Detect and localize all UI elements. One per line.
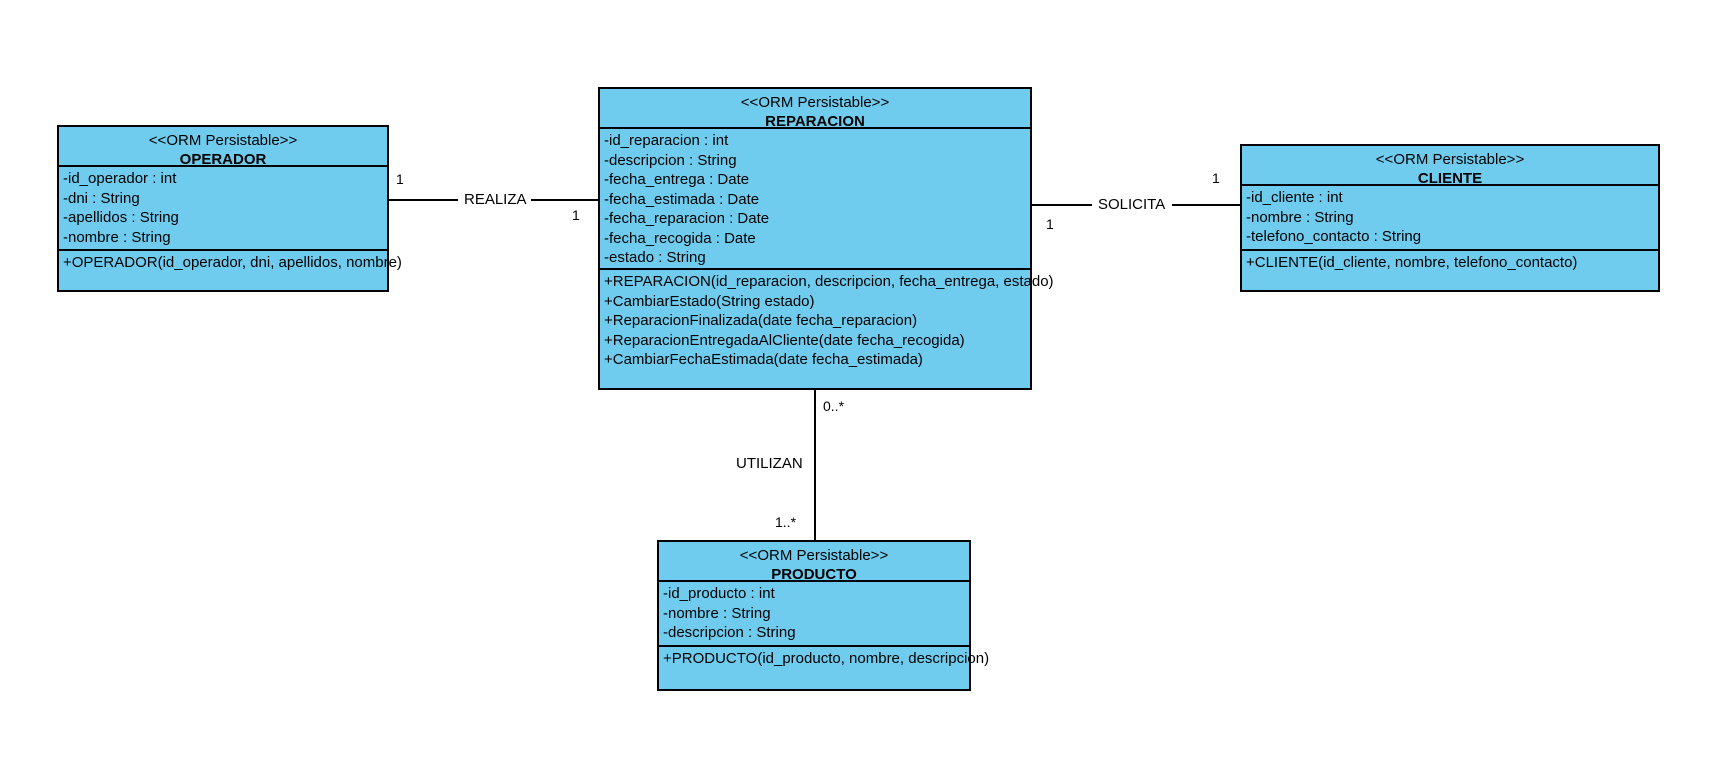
attribute-row: -nombre : String (1246, 208, 1354, 226)
class-operations-operador: +OPERADOR(id_operador, dni, apellidos, n… (59, 251, 402, 276)
operation-row: +PRODUCTO(id_producto, nombre, descripci… (663, 650, 990, 667)
class-attributes-cliente: -id_cliente : int -nombre : String -tele… (1242, 186, 1658, 251)
attribute-row: -id_operador : int (63, 170, 177, 187)
multiplicity-utilizan-target: 1..* (775, 514, 797, 530)
operation-row: +CambiarFechaEstimada(date fecha_estimad… (604, 351, 923, 368)
attribute-row: -descripcion : String (663, 624, 796, 641)
operation-row: +CambiarEstado(String estado) (604, 292, 815, 310)
class-stereotype-producto: <<ORM Persistable>> (739, 547, 889, 564)
attribute-row: -fecha_entrega : Date (604, 171, 750, 188)
attribute-row: -nombre : String (63, 228, 171, 246)
class-operations-cliente: +CLIENTE(id_cliente, nombre, telefono_co… (1242, 251, 1658, 276)
association-label-solicita: SOLICITA (1098, 196, 1166, 213)
attribute-row: -fecha_estimada : Date (604, 190, 760, 208)
class-header-cliente: <<ORM Persistable>> CLIENTE (1242, 146, 1658, 187)
class-box-operador[interactable]: <<ORM Persistable>> OPERADOR -id_operado… (57, 125, 402, 292)
association-label-realiza: REALIZA (464, 191, 527, 208)
association-line-realiza-left[interactable] (389, 199, 458, 201)
class-attributes-operador: -id_operador : int -dni : String -apelli… (59, 167, 387, 251)
class-stereotype-reparacion: <<ORM Persistable>> (740, 94, 890, 111)
class-box-producto[interactable]: <<ORM Persistable>> PRODUCTO -id_product… (657, 540, 990, 691)
operation-row: +ReparacionEntregadaAlCliente(date fecha… (604, 331, 965, 349)
association-line-utilizan[interactable] (814, 390, 816, 540)
class-stereotype-cliente: <<ORM Persistable>> (1375, 151, 1525, 168)
attribute-row: -fecha_recogida : Date (604, 229, 756, 247)
class-name-producto: PRODUCTO (771, 566, 857, 583)
class-box-cliente[interactable]: <<ORM Persistable>> CLIENTE -id_cliente … (1240, 144, 1660, 292)
multiplicity-realiza-source: 1 (396, 171, 404, 187)
operation-row: +CLIENTE(id_cliente, nombre, telefono_co… (1246, 254, 1578, 271)
association-label-utilizan: UTILIZAN (736, 455, 803, 472)
association-line-solicita-left[interactable] (1032, 204, 1092, 206)
multiplicity-realiza-target: 1 (572, 207, 580, 223)
attribute-row: -id_producto : int (663, 585, 775, 602)
class-operations-producto: +PRODUCTO(id_producto, nombre, descripci… (659, 647, 990, 672)
attribute-row: -dni : String (63, 189, 140, 207)
class-operations-reparacion: +REPARACION(id_reparacion, descripcion, … (600, 270, 1054, 373)
attribute-row: -nombre : String (663, 604, 771, 622)
association-line-solicita-right[interactable] (1172, 204, 1240, 206)
multiplicity-utilizan-source: 0..* (823, 398, 845, 414)
class-header-reparacion: <<ORM Persistable>> REPARACION (600, 89, 1030, 130)
attribute-row: -descripcion : String (604, 151, 737, 169)
operation-row: +REPARACION(id_reparacion, descripcion, … (604, 273, 1054, 290)
multiplicity-solicita-target: 1 (1212, 170, 1220, 186)
class-header-producto: <<ORM Persistable>> PRODUCTO (659, 542, 969, 583)
multiplicity-solicita-source: 1 (1046, 216, 1054, 232)
attribute-row: -apellidos : String (63, 209, 179, 226)
association-line-realiza-right[interactable] (531, 199, 598, 201)
class-header-operador: <<ORM Persistable>> OPERADOR (59, 127, 387, 168)
class-name-cliente: CLIENTE (1417, 170, 1483, 187)
operation-row: +OPERADOR(id_operador, dni, apellidos, n… (63, 254, 402, 271)
class-name-reparacion: REPARACION (765, 113, 865, 130)
attribute-row: -estado : String (604, 249, 706, 266)
class-attributes-reparacion: -id_reparacion : int -descripcion : Stri… (600, 129, 1030, 270)
attribute-row: -id_cliente : int (1246, 189, 1343, 206)
class-name-operador: OPERADOR (179, 151, 267, 168)
attribute-row: -id_reparacion : int (604, 132, 729, 149)
operation-row: +ReparacionFinalizada(date fecha_reparac… (604, 312, 918, 329)
attribute-row: -fecha_reparacion : Date (604, 210, 770, 227)
class-box-reparacion[interactable]: <<ORM Persistable>> REPARACION -id_repar… (598, 87, 1054, 390)
class-attributes-producto: -id_producto : int -nombre : String -des… (659, 582, 969, 647)
attribute-row: -telefono_contacto : String (1246, 228, 1422, 245)
class-stereotype-operador: <<ORM Persistable>> (148, 132, 298, 149)
